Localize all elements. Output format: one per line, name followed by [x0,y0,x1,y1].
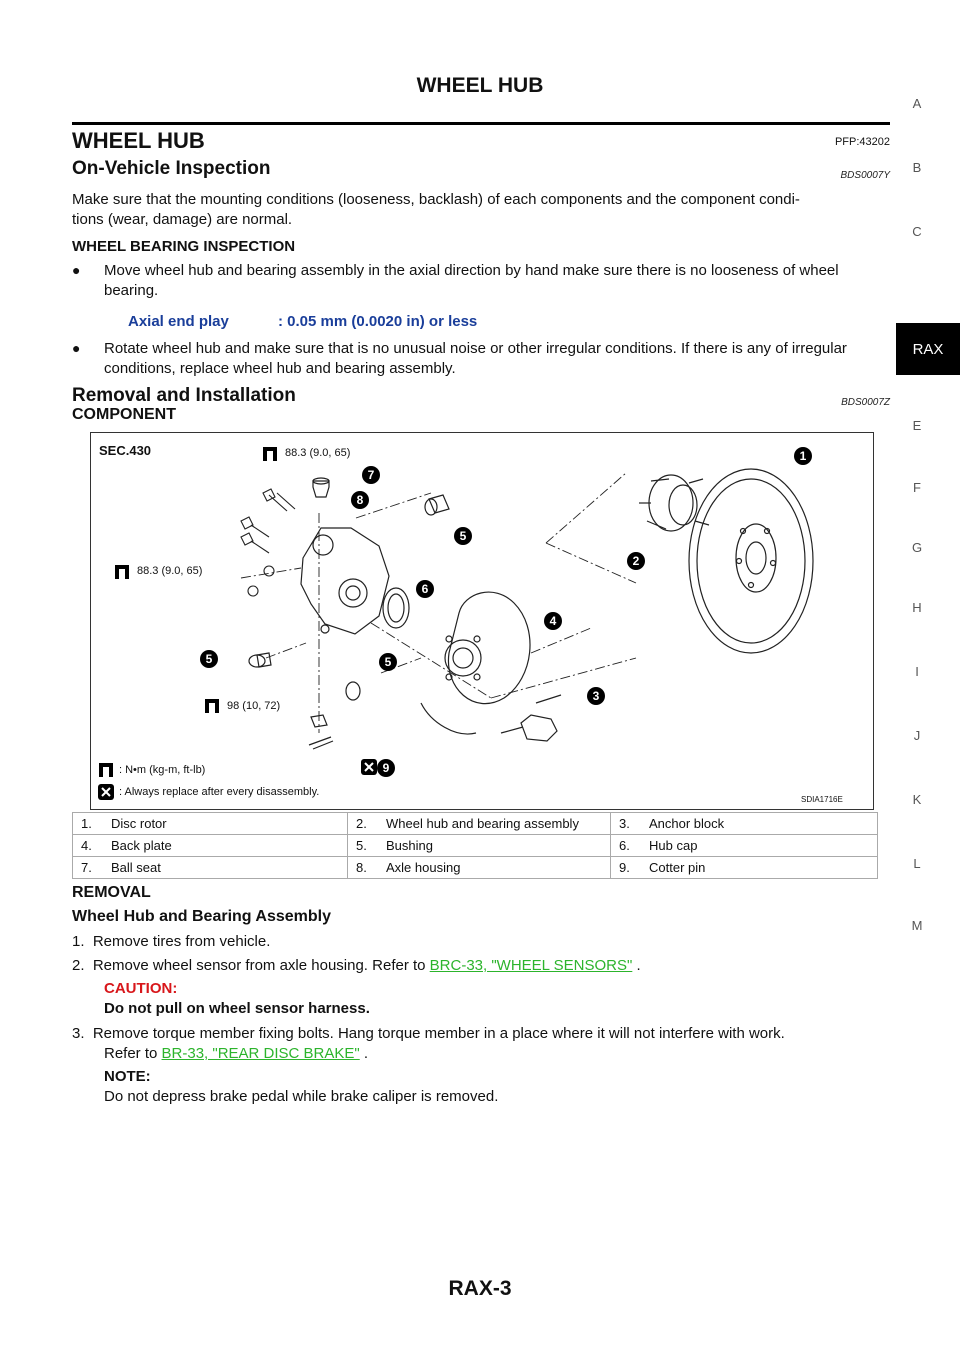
side-index-b[interactable]: B [912,160,922,175]
side-index-f[interactable]: F [913,480,921,495]
wheel-bearing-inspection-heading: WHEEL BEARING INSPECTION [72,238,296,255]
bullet-icon: ● [72,340,81,356]
svg-text:6: 6 [422,582,429,596]
callout-3: 3 [587,687,605,705]
section-title: WHEEL HUB [72,128,205,153]
svg-text:4: 4 [550,614,557,628]
brc-33-wheel-sensors-link[interactable]: BRC-33, "WHEEL SENSORS" [429,957,633,974]
callout-1: 1 [794,447,812,465]
removal-heading: REMOVAL [72,884,151,901]
figure-torque-3: 98 (10, 72) [227,700,281,712]
side-index-j[interactable]: J [913,728,921,743]
note-label: NOTE: [104,1068,151,1085]
caution-label: CAUTION: [104,980,178,997]
spec-label: Axial end play [128,313,229,330]
page-header-title: WHEEL HUB [416,74,544,97]
component-heading: COMPONENT [72,406,176,423]
side-index-l[interactable]: L [913,856,921,871]
component-exploded-view: 1 2 3 4 5 5 5 6 7 8 9 [98,447,814,800]
replace-icon [98,759,377,800]
callout-8: 8 [351,491,369,509]
svg-text:2: 2 [633,554,640,568]
callout-2: 2 [627,552,645,570]
svg-text:9: 9 [383,761,390,775]
callout-4: 4 [544,612,562,630]
svg-text:1: 1 [800,449,807,463]
figure-torque-2: 88.3 (9.0, 65) [137,565,203,577]
side-index-g[interactable]: G [911,540,923,555]
table-row: 4. Back plate 5. Bushing 6. Hub cap [72,834,878,857]
svg-text:5: 5 [385,655,392,669]
figure-legend-replace: : Always replace after every disassembly… [119,786,320,798]
removal-installation-heading: Removal and Installation [72,385,296,406]
inspection-intro-line1: Make sure that the mounting conditions (… [72,191,800,208]
step-2: 2. Remove wheel sensor from axle housing… [72,957,641,974]
bullet-text-1: Move wheel hub and bearing assembly in t… [104,262,839,299]
step-1: 1. Remove tires from vehicle. [72,933,271,950]
svg-text:3: 3 [593,689,600,703]
side-index-e[interactable]: E [912,418,922,433]
callout-6: 6 [416,580,434,598]
step-3: 3. Remove torque member fixing bolts. Ha… [72,1025,785,1042]
side-index-i[interactable]: I [915,664,919,679]
header-rule [72,122,890,125]
removal-installation-code: BDS0007Z [841,397,890,408]
side-index-a[interactable]: A [912,96,922,111]
callout-5a: 5 [454,527,472,545]
side-index-active-tab[interactable]: RAX [896,323,960,375]
side-index-h[interactable]: H [912,600,922,615]
table-row: 7. Ball seat 8. Axle housing 9. Cotter p… [72,856,878,879]
axial-end-play-spec: Axial end play : 0.05 mm (0.0020 in) or l… [128,313,477,330]
bullet-icon: ● [72,262,81,278]
figure-sec-label: SEC.430 [99,443,152,458]
side-index-m[interactable]: M [911,918,923,933]
inspection-intro-line2: tions (wear, damage) are normal. [72,211,293,228]
svg-text:7: 7 [368,468,375,482]
svg-text:5: 5 [460,529,467,543]
note-text: Do not depress brake pedal while brake c… [104,1088,499,1105]
parts-legend-table: 1. Disc rotor 2. Wheel hub and bearing a… [72,812,878,879]
spec-value: : 0.05 mm (0.0020 in) or less [278,313,478,330]
figure-legend-units: : N•m (kg-m, ft-lb) [119,764,206,776]
svg-text:8: 8 [357,493,364,507]
callout-5c: 5 [379,653,397,671]
br-33-rear-disc-brake-link[interactable]: BR-33, "REAR DISC BRAKE" [161,1045,360,1062]
component-diagram: 1 2 3 4 5 5 5 6 7 8 9 SEC.4 [90,432,874,810]
side-index-c[interactable]: C [912,224,922,239]
page-footer-number: RAX-3 [448,1277,512,1300]
caution-text: Do not pull on wheel sensor harness. [104,1000,370,1017]
bullet-text-2: Rotate wheel hub and make sure that is n… [104,340,847,377]
callout-5b: 5 [200,650,218,668]
callout-9: 9 [377,759,395,777]
figure-id: SDIA1716E [801,795,843,804]
torque-icon [99,447,277,777]
callout-7: 7 [362,466,380,484]
step-3-reference: Refer to BR-33, "REAR DISC BRAKE" . [104,1045,369,1062]
table-row: 1. Disc rotor 2. Wheel hub and bearing a… [72,812,878,835]
inspection-code: BDS0007Y [840,170,890,181]
wheel-hub-bearing-assembly-heading: Wheel Hub and Bearing Assembly [72,908,332,925]
svg-text:5: 5 [206,652,213,666]
side-index-k[interactable]: K [912,792,922,807]
figure-torque-1: 88.3 (9.0, 65) [285,447,351,459]
inspection-heading: On-Vehicle Inspection [72,158,271,179]
pfp-code: PFP:43202 [834,136,890,148]
